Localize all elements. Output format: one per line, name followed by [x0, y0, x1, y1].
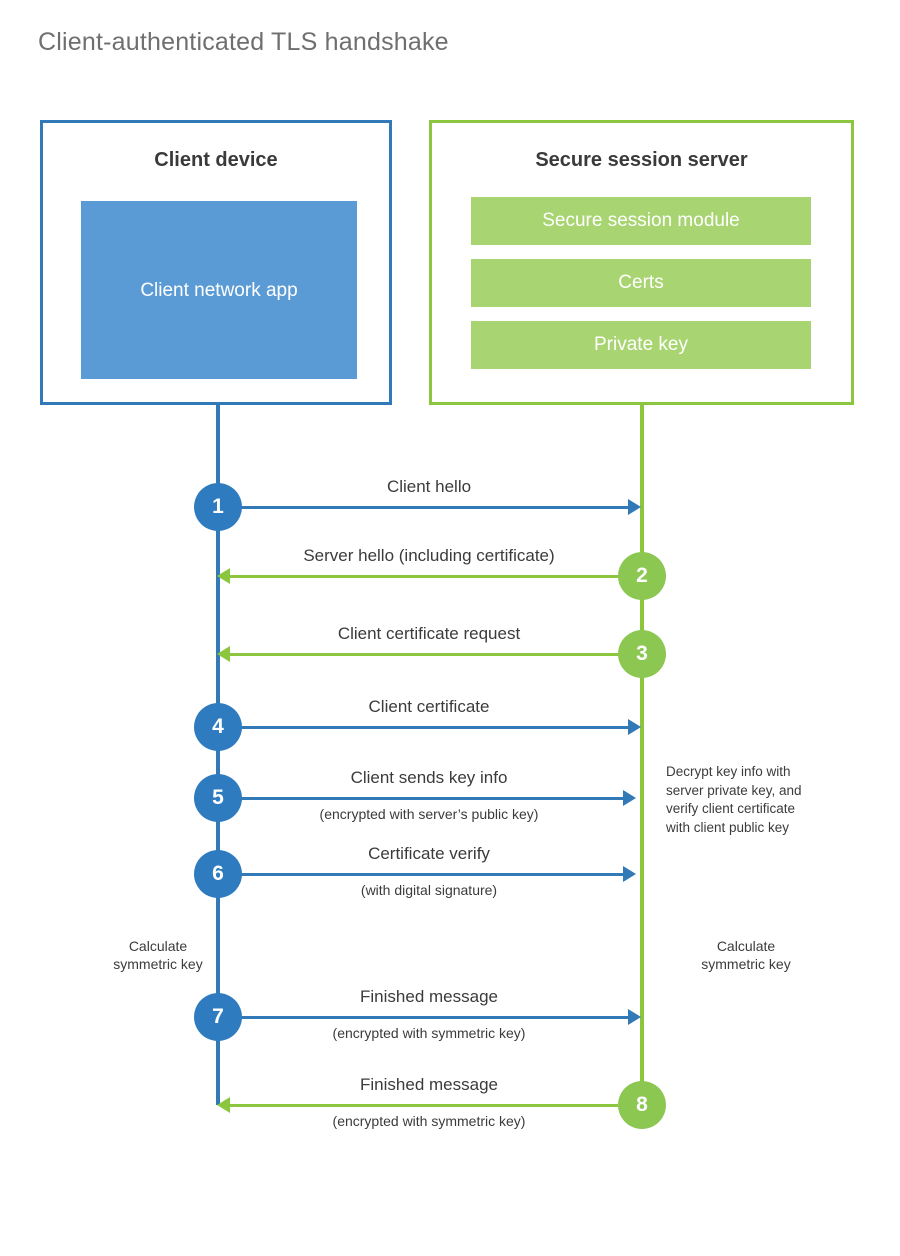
arrow-line-3: [230, 653, 618, 656]
note-server-calculate-symmetric-key: Calculate symmetric key: [666, 937, 826, 973]
arrow-head-3: [217, 646, 230, 662]
step-circle-8[interactable]: 8: [618, 1081, 666, 1129]
note-server-calculate-line-1: Calculate: [716, 938, 776, 954]
message-sublabel-5: (encrypted with server’s public key): [319, 806, 539, 822]
server-component-certs: Certs: [471, 259, 811, 307]
step-circle-5[interactable]: 5: [194, 774, 242, 822]
message-label-5: Client sends key info: [350, 768, 508, 787]
note-client-calculate-line-2: symmetric key: [113, 956, 203, 972]
client-network-app-box: Client network app: [81, 201, 357, 379]
arrow-line-1: [218, 506, 628, 509]
message-sublabel-8: (encrypted with symmetric key): [332, 1113, 526, 1129]
note-client-calculate-symmetric-key: Calculate symmetric key: [78, 937, 238, 973]
note-server-decrypt-line-1: Decrypt key info with: [666, 764, 791, 779]
secure-session-server-title: Secure session server: [535, 149, 748, 171]
arrow-head-6: [623, 866, 636, 882]
client-device-title: Client device: [154, 149, 278, 171]
arrow-line-7: [218, 1016, 628, 1019]
arrow-line-8: [230, 1104, 618, 1107]
message-label-4: Client certificate: [368, 697, 490, 716]
step-circle-7[interactable]: 7: [194, 993, 242, 1041]
note-server-decrypt-line-2: server private key, and: [666, 782, 802, 798]
message-label-1: Client hello: [386, 477, 472, 496]
step-circle-1[interactable]: 1: [194, 483, 242, 531]
arrow-head-2: [217, 568, 230, 584]
server-component-stack: Secure session module Certs Private key: [471, 197, 811, 383]
arrow-line-6: [218, 873, 623, 876]
arrow-head-1: [628, 499, 641, 515]
arrow-line-5: [218, 797, 623, 800]
secure-session-server-panel: Secure session server Secure session mod…: [429, 120, 854, 405]
client-lifeline: [216, 405, 220, 1105]
server-component-private-key: Private key: [471, 321, 811, 369]
step-circle-3[interactable]: 3: [618, 630, 666, 678]
arrow-head-4: [628, 719, 641, 735]
message-label-8: Finished message: [360, 1075, 498, 1094]
message-sublabel-6: (with digital signature): [360, 882, 498, 898]
step-circle-4[interactable]: 4: [194, 703, 242, 751]
arrow-line-4: [218, 726, 628, 729]
note-server-decrypt-line-4: with client public key: [666, 819, 790, 835]
arrow-line-2: [230, 575, 618, 578]
message-sublabel-7: (encrypted with symmetric key): [332, 1025, 526, 1041]
arrow-head-8: [217, 1097, 230, 1113]
server-component-secure-session-module: Secure session module: [471, 197, 811, 245]
arrow-head-7: [628, 1009, 641, 1025]
note-server-decrypt: Decrypt key info with server private key…: [666, 763, 836, 837]
note-server-calculate-line-2: symmetric key: [701, 956, 791, 972]
message-label-3: Client certificate request: [337, 624, 521, 643]
step-circle-6[interactable]: 6: [194, 850, 242, 898]
note-server-decrypt-line-3: verify client certificate: [666, 801, 796, 816]
server-lifeline: [640, 405, 644, 1105]
note-client-calculate-line-1: Calculate: [128, 938, 188, 954]
client-device-panel: Client device Client network app: [40, 120, 392, 405]
step-circle-2[interactable]: 2: [618, 552, 666, 600]
arrow-head-5: [623, 790, 636, 806]
page-title: Client-authenticated TLS handshake: [38, 28, 449, 56]
message-label-7: Finished message: [360, 987, 498, 1006]
message-label-2: Server hello (including certificate): [303, 546, 555, 565]
message-label-6: Certificate verify: [368, 844, 490, 863]
